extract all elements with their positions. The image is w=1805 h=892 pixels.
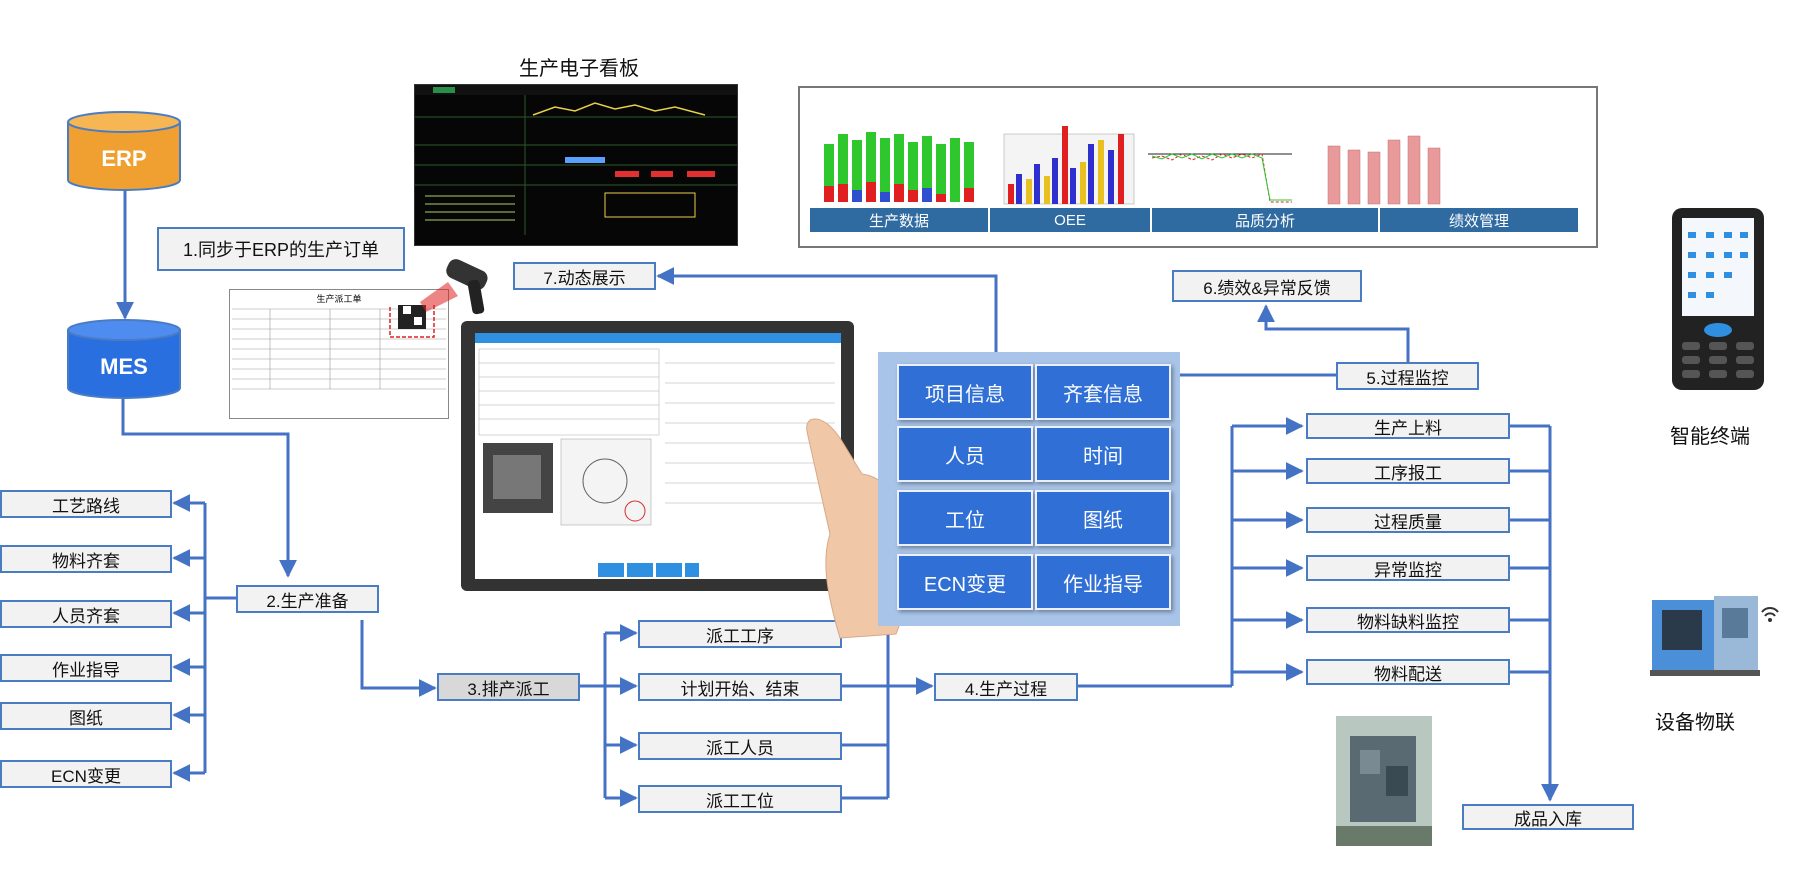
- tile-ecn-change: ECN变更: [897, 554, 1033, 610]
- prep-item-ecn-change: ECN变更: [0, 760, 172, 788]
- analytics-label-quality: 品质分析: [1152, 208, 1378, 232]
- mes-cylinder: [67, 319, 181, 399]
- mes-label: MES: [100, 354, 148, 379]
- dispatch-item-plan-time: 计划开始、结束: [638, 673, 842, 701]
- tile-station: 工位: [897, 490, 1033, 546]
- dispatch-item-staff: 派工人员: [638, 732, 842, 760]
- step-1-sync-erp-order: 1.同步于ERP的生产订单: [157, 227, 405, 271]
- prep-item-material-kit: 物料齐套: [0, 545, 172, 573]
- dispatch-item-process: 派工工序: [638, 620, 842, 648]
- analytics-panel: 生产数据 OEE 品质分析 绩效管理: [798, 86, 1598, 248]
- iot-label: 设备物联: [1655, 712, 1735, 734]
- tablet-screen: [475, 333, 841, 579]
- tile-drawing: 图纸: [1035, 490, 1171, 546]
- step-6-performance-feedback: 6.绩效&异常反馈: [1172, 270, 1362, 302]
- tile-kit-info: 齐套信息: [1035, 364, 1171, 420]
- monitor-item-report: 工序报工: [1306, 458, 1510, 484]
- analytics-label-production-data: 生产数据: [810, 208, 988, 232]
- prep-item-staff-kit: 人员齐套: [0, 600, 172, 628]
- engine-photo: [1336, 716, 1432, 846]
- tile-project-info: 项目信息: [897, 364, 1033, 420]
- step-3-scheduling: 3.排产派工: [437, 673, 580, 701]
- dispatch-item-station: 派工工位: [638, 785, 842, 813]
- work-order-title: 生产派工单: [316, 294, 362, 304]
- step-4-production-process: 4.生产过程: [934, 673, 1078, 701]
- kanban-title: 生产电子看板: [519, 58, 639, 80]
- iot-equipment-image: [1650, 596, 1779, 676]
- tile-time: 时间: [1035, 426, 1171, 482]
- tile-staff: 人员: [897, 426, 1033, 482]
- step-2-production-prep: 2.生产准备: [236, 585, 379, 613]
- monitor-item-quality: 过程质量: [1306, 507, 1510, 533]
- tablet-device: [461, 321, 854, 591]
- monitor-item-shortage: 物料缺料监控: [1306, 607, 1510, 633]
- analytics-label-oee: OEE: [990, 208, 1150, 232]
- finished-goods-storage: 成品入库: [1462, 804, 1634, 830]
- prep-item-process-route: 工艺路线: [0, 490, 172, 518]
- prep-item-drawing: 图纸: [0, 702, 172, 730]
- monitor-item-exception: 异常监控: [1306, 555, 1510, 581]
- tile-work-guide: 作业指导: [1035, 554, 1171, 610]
- erp-label: ERP: [101, 146, 147, 171]
- prep-item-work-guide: 作业指导: [0, 654, 172, 682]
- analytics-label-performance: 绩效管理: [1380, 208, 1578, 232]
- smart-terminal-label: 智能终端: [1670, 426, 1750, 448]
- monitor-item-delivery: 物料配送: [1306, 659, 1510, 685]
- monitor-item-feeding: 生产上料: [1306, 413, 1510, 439]
- step-5-process-monitoring: 5.过程监控: [1336, 362, 1479, 390]
- work-order-sheet: 生产派工单: [229, 289, 449, 419]
- erp-cylinder: [67, 111, 181, 191]
- step-7-dynamic-display: 7.动态展示: [513, 262, 656, 290]
- barcode-scanner-icon: [420, 259, 488, 315]
- handheld-terminal-image: [1672, 208, 1764, 390]
- kanban-dashboard-image: [414, 84, 738, 246]
